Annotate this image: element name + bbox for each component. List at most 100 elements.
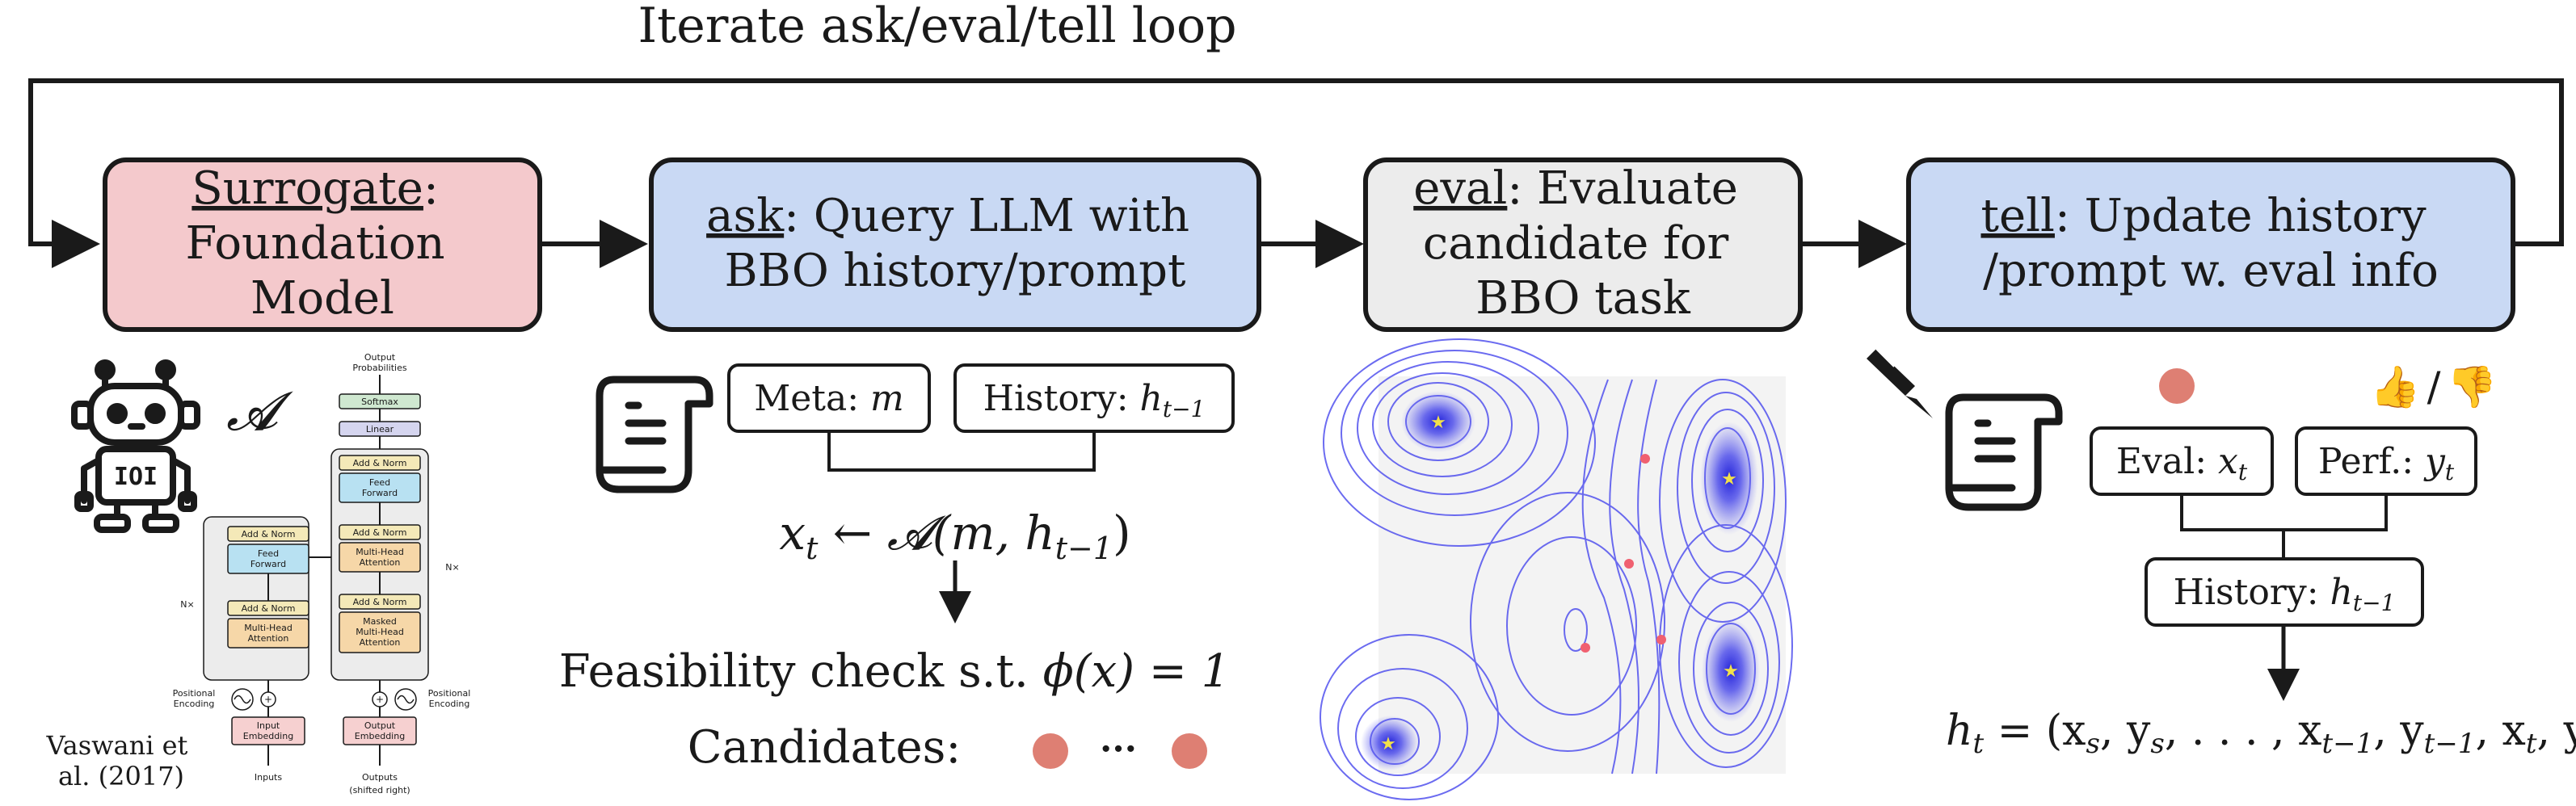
eval-xt-box: Eval: xt — [2090, 426, 2274, 496]
algorithm-symbol: 𝓐 — [226, 380, 293, 443]
tf-enc-mha-1: Multi-Head — [244, 623, 293, 633]
citation-line2: al. (2017) — [58, 761, 184, 791]
tf-enc-ff-2: Forward — [250, 559, 286, 569]
upd-s3: t−1 — [2321, 728, 2373, 760]
upd-s1: s — [2086, 728, 2099, 760]
feasibility-math: ϕ(x) = 1 — [1043, 645, 1231, 698]
thumbs-slash: / — [2427, 363, 2441, 410]
tf-pos-enc-right-1: Positional — [428, 688, 471, 699]
history-var-ask: h — [1140, 378, 1163, 419]
scroll-icon — [596, 376, 713, 493]
upd-s5: t — [2526, 728, 2537, 760]
tf-inputs: Inputs — [255, 772, 282, 783]
eval-xt-label: Eval: — [2116, 441, 2218, 482]
svg-text:+: + — [264, 694, 272, 705]
eval-keyword: eval — [1413, 162, 1507, 215]
loop-title: Iterate ask/eval/tell loop — [638, 0, 1236, 54]
ask-formula: xt ← 𝓐(m, ht−1) — [779, 506, 1130, 566]
perf-yt-sub: t — [2445, 459, 2455, 485]
tell-box: tell: Update history /prompt w. eval inf… — [1906, 157, 2515, 332]
tf-dec-mha-1: Multi-Head — [356, 547, 404, 557]
tf-enc-ff-1: Feed — [258, 548, 279, 559]
tell-merge-lines — [2180, 494, 2388, 559]
upd-eq: = (x — [1984, 707, 2086, 755]
tf-output-emb-1: Output — [364, 720, 396, 731]
history-box-tell: History: ht−1 — [2145, 557, 2424, 627]
ask-line1-rest: : Query LLM with — [784, 190, 1189, 242]
tf-enc-mha-2: Attention — [248, 633, 289, 644]
perf-yt-box: Perf.: yt — [2295, 426, 2477, 496]
tf-dec-ff-2: Forward — [362, 488, 398, 498]
eval-line2: candidate for — [1423, 217, 1729, 270]
tf-output-prob-1: Output — [364, 352, 396, 363]
eval-xt-var: x — [2218, 441, 2238, 482]
eval-line1-rest: : Evaluate — [1507, 162, 1738, 215]
tf-outputs-2: (shifted right) — [349, 785, 410, 796]
tf-enc-addnorm-1: Add & Norm — [242, 529, 296, 539]
perf-yt-var: y — [2423, 441, 2446, 482]
svg-text:ask: Query LLM with BBO: ask: Query LLM with BBO history/prompt — [706, 190, 1204, 297]
svg-text:History: ht−1: History: ht−1 — [2174, 572, 2396, 616]
history-sub-tell: t−1 — [2353, 590, 2396, 616]
history-sub-ask: t−1 — [1163, 396, 1206, 422]
robot-icon: IOI — [71, 359, 200, 533]
meta-box: Meta: m — [727, 363, 931, 433]
loop-arrow — [28, 78, 2564, 268]
meta-label: Meta: — [754, 378, 870, 419]
feasibility-check: Feasibility check s.t. ϕ(x) = 1 — [559, 645, 1230, 698]
history-label-tell: History: — [2174, 572, 2330, 613]
feasibility-text: Feasibility check s.t. — [559, 645, 1043, 698]
upd-s2: s — [2150, 728, 2164, 760]
contour-plot: ★ ★ ★ ★ — [1320, 338, 1793, 800]
tf-pos-enc-right-2: Encoding — [429, 699, 470, 709]
history-box-ask: History: ht−1 — [953, 363, 1235, 433]
tf-masked-3: Attention — [360, 637, 401, 648]
tf-input-emb-1: Input — [257, 720, 280, 731]
perf-yt-label: Perf.: — [2318, 441, 2425, 482]
tf-input-emb-2: Embedding — [243, 731, 293, 741]
tf-softmax: Softmax — [361, 397, 398, 407]
optimum-star-4: ★ — [1380, 734, 1396, 754]
thumbs-down-icon: 👎 — [2447, 363, 2497, 410]
history-label-ask: History: — [983, 378, 1140, 419]
optimum-star-1: ★ — [1430, 413, 1446, 433]
upd-mid: , y — [2100, 707, 2151, 755]
tf-pos-enc-left-1: Positional — [173, 688, 216, 699]
candidate-dot-1 — [1033, 733, 1068, 769]
upd-lhs-sub: t — [1973, 728, 1985, 760]
surrogate-colon: : — [423, 162, 439, 215]
candidates-ellipsis: ··· — [1100, 728, 1137, 770]
eval-box: eval: Evaluate candidate for BBO task — [1363, 157, 1803, 332]
tf-dec-nx: N× — [445, 562, 459, 573]
svg-text:eval: Evaluate candidate: eval: Evaluate candidate for BBO task — [1413, 162, 1752, 325]
tf-dec-addnorm-2: Add & Norm — [353, 527, 407, 538]
svg-text:Perf.: yt: Perf.: yt — [2318, 441, 2455, 485]
eval-xt-sub: t — [2238, 459, 2248, 485]
tell-line1-rest: : Update history — [2055, 190, 2427, 242]
thumbs-up-icon: 👍 — [2370, 363, 2420, 410]
upd-x: , x — [2475, 707, 2525, 755]
tell-line2: /prompt w. eval info — [1983, 245, 2439, 297]
tf-masked-2: Multi-Head — [356, 627, 404, 637]
formula-close: ) — [1113, 506, 1131, 560]
tf-dec-addnorm-1: Add & Norm — [353, 458, 407, 468]
svg-text:+: + — [376, 694, 384, 705]
svg-text:Surrogate: Foundation: Surrogate: Foundation Model — [186, 162, 460, 325]
svg-text:History: ht−1: History: ht−1 — [983, 378, 1206, 422]
formula-lhs-sub: t — [806, 531, 819, 566]
ask-box: ask: Query LLM with BBO history/prompt — [649, 157, 1261, 332]
svg-text:IOI: IOI — [114, 463, 158, 491]
tf-enc-addnorm-2: Add & Norm — [242, 603, 296, 614]
formula-rhs-sub: t−1 — [1055, 531, 1113, 566]
history-update-formula: ht = (xs, ys, . . . , xt−1, yt−1, xt, yt… — [1946, 707, 2576, 760]
tf-enc-nx: N× — [180, 599, 194, 610]
fountain-pen-icon — [1867, 348, 1933, 418]
tf-output-emb-2: Embedding — [355, 731, 405, 741]
candidates-label: Candidates: — [688, 721, 962, 774]
svg-text:Eval: xt: Eval: xt — [2116, 441, 2248, 485]
history-var-tell: h — [2330, 572, 2353, 613]
optimum-star-2: ★ — [1721, 469, 1737, 489]
sample-point-4 — [1581, 643, 1590, 653]
tf-output-prob-2: Probabilities — [352, 363, 406, 373]
